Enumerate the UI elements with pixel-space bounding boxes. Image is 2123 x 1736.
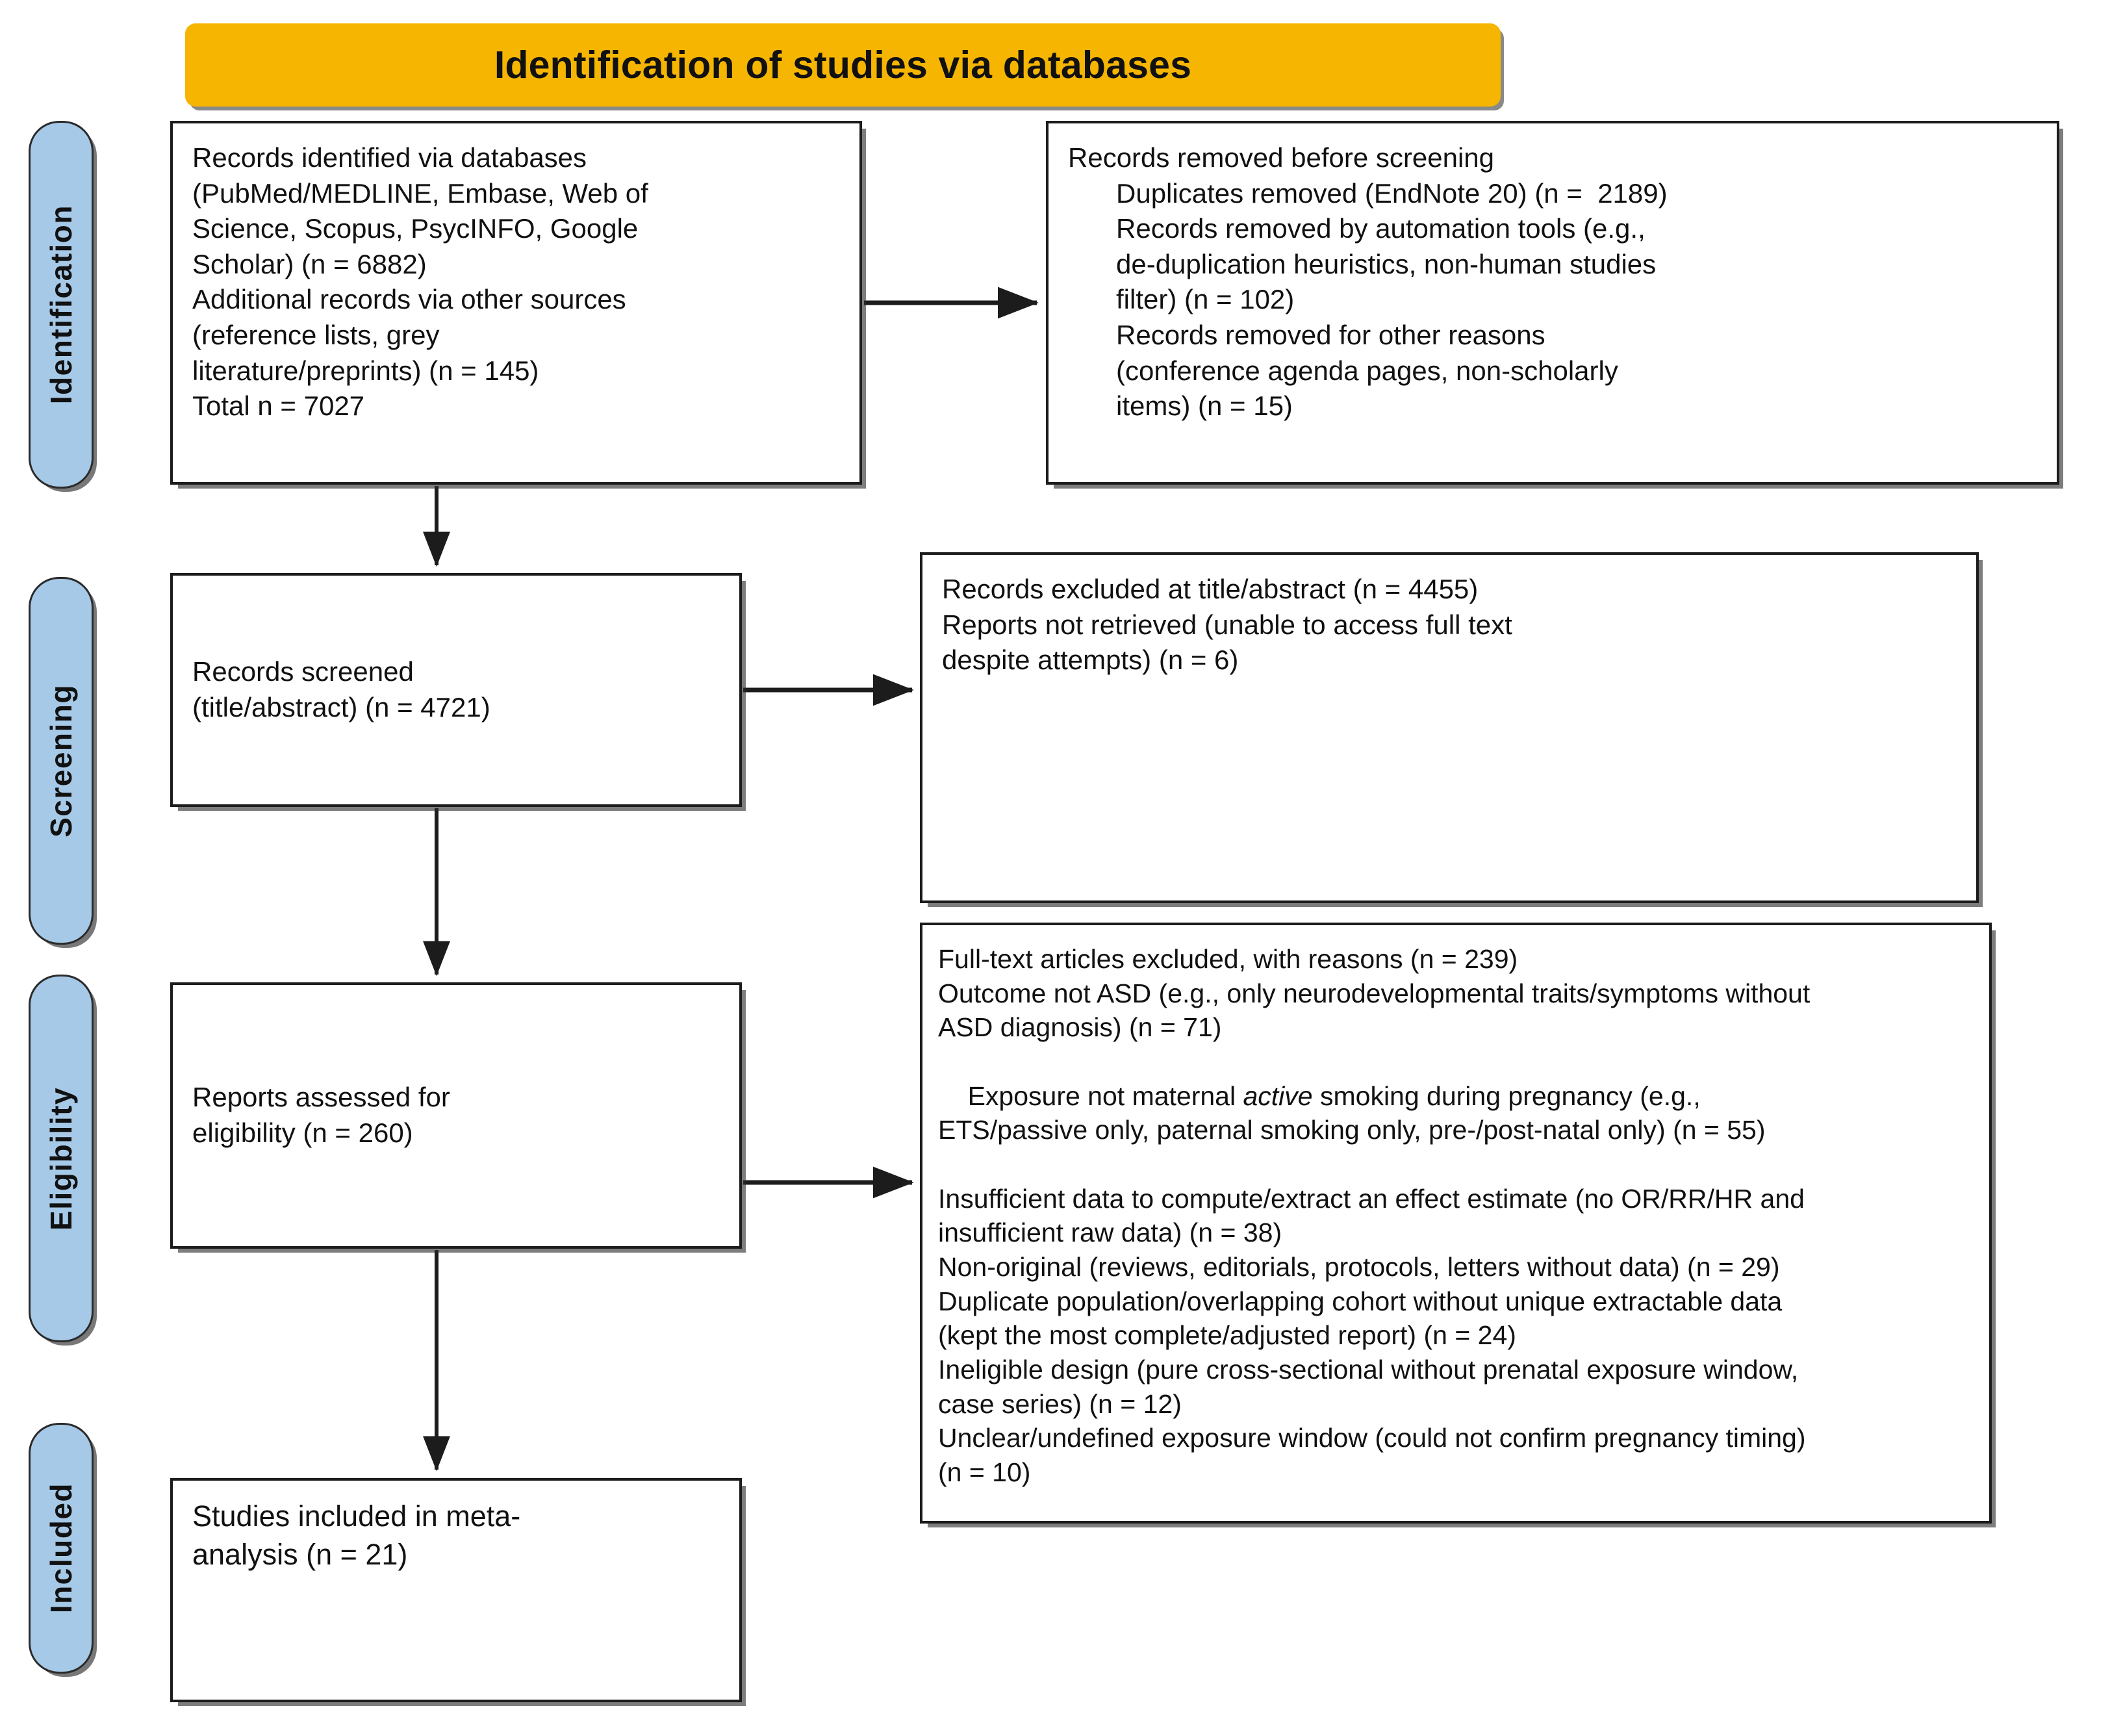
records-excluded-ta-text: Records excluded at title/abstract (n = … <box>942 574 1512 676</box>
stage-pill-included: Included <box>29 1423 94 1674</box>
diagram-title-banner: Identification of studies via databases <box>185 23 1501 107</box>
studies-included-text: Studies included in meta- analysis (n = … <box>192 1500 521 1571</box>
stage-pill-screening: Screening <box>29 577 94 945</box>
box-studies-included: Studies included in meta- analysis (n = … <box>170 1478 742 1702</box>
stage-label-eligibility: Eligibility <box>44 1086 78 1231</box>
records-identified-text: Records identified via databases (PubMed… <box>192 142 648 422</box>
fulltext-reason-duplicate-population: Duplicate population/overlapping cohort … <box>938 1286 1783 1351</box>
fulltext-reason-unclear-exposure-window: Unclear/undefined exposure window (could… <box>938 1423 1806 1488</box>
fulltext-reason-ineligible-design: Ineligible design (pure cross-sectional … <box>938 1355 1799 1419</box>
reports-assessed-text: Reports assessed for eligibility (n = 26… <box>192 1082 450 1148</box>
box-records-identified: Records identified via databases (PubMed… <box>170 121 862 485</box>
records-removed-items: Duplicates removed (EndNote 20) (n = 218… <box>1116 177 1668 422</box>
box-records-removed-before-screening: Records removed before screening Duplica… <box>1046 121 2059 485</box>
exposure-reason-italic-active: active <box>1243 1080 1313 1111</box>
records-removed-heading: Records removed before screening <box>1068 142 1495 173</box>
stage-label-screening: Screening <box>44 684 78 837</box>
box-records-screened: Records screened (title/abstract) (n = 4… <box>170 573 742 807</box>
box-records-excluded-title-abstract: Records excluded at title/abstract (n = … <box>920 552 1979 903</box>
exposure-reason-suffix: smoking during pregnancy (e.g., ETS/pass… <box>938 1080 1766 1145</box>
fulltext-reason-non-original: Non-original (reviews, editorials, proto… <box>938 1252 1780 1283</box>
stage-label-included: Included <box>44 1483 78 1614</box>
fulltext-excluded-total: Full-text articles excluded, with reason… <box>938 944 1518 974</box>
fulltext-reason-exposure-not-maternal-active: Exposure not maternal active smoking dur… <box>938 1045 1974 1182</box>
exposure-reason-prefix: Exposure not maternal <box>967 1080 1243 1111</box>
fulltext-reason-insufficient-data: Insufficient data to compute/extract an … <box>938 1183 1805 1248</box>
stage-pill-identification: Identification <box>29 121 94 489</box>
page-title: Identification of studies via databases <box>494 44 1192 86</box>
stage-label-identification: Identification <box>44 205 78 405</box>
box-fulltext-articles-excluded: Full-text articles excluded, with reason… <box>920 923 1992 1524</box>
box-reports-assessed-eligibility: Reports assessed for eligibility (n = 26… <box>170 982 742 1249</box>
fulltext-reason-outcome-not-asd: Outcome not ASD (e.g., only neurodevelop… <box>938 978 1811 1043</box>
records-screened-text: Records screened (title/abstract) (n = 4… <box>192 656 490 722</box>
stage-pill-eligibility: Eligibility <box>29 975 94 1342</box>
